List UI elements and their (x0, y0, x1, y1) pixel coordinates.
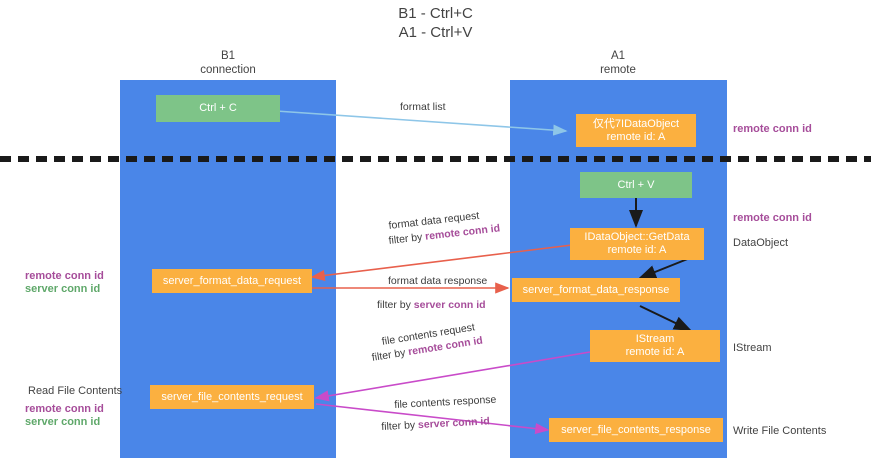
page-title-line2: A1 - Ctrl+V (398, 24, 473, 41)
edge-response-to-istream (639, 305, 692, 331)
edge-label-format-list-text: format list (400, 101, 446, 113)
edge-label-format-data-response-filter: filter by server conn id (377, 299, 486, 312)
node-getdata-line2: remote id: A (607, 244, 667, 256)
column-header-b1-role: connection (200, 64, 256, 76)
node-idataobject-line1: 仅代7IDataObject (592, 117, 680, 130)
node-idataobject-line2: remote id: A (606, 130, 666, 143)
node-istream-line1: IStream (635, 333, 675, 345)
edge-label-format-data-response-text: format data response (388, 275, 488, 287)
node-ctrl-v[interactable]: Ctrl + V (580, 172, 692, 198)
filter-key-server-conn-id: server conn id (417, 415, 491, 432)
edge-format-data-request (310, 244, 573, 281)
edge-format-list (275, 110, 568, 136)
node-server-file-contents-request-label: server_file_contents_request (161, 390, 303, 403)
annotation-remote-conn-id-top: remote conn id (733, 123, 812, 135)
annotation-remote-conn-id-mid: remote conn id (733, 212, 812, 224)
node-server-file-contents-request[interactable]: server_file_contents_request (150, 385, 314, 409)
annotation-left-remote-conn-id-low: remote conn id (25, 403, 104, 415)
node-server-file-contents-response-label: server_file_contents_response (561, 423, 711, 436)
node-server-format-data-response[interactable]: server_format_data_response (512, 278, 680, 302)
column-header-a1-name: A1 (610, 50, 626, 62)
node-idataobject[interactable]: 仅代7IDataObject remote id: A (576, 114, 696, 147)
page-title: B1 - Ctrl+C A1 - Ctrl+V (0, 4, 871, 42)
annotation-read-file-contents: Read File Contents (28, 385, 123, 397)
filter-prefix: filter by (381, 419, 419, 433)
column-header-a1-role: remote (600, 64, 636, 76)
node-server-file-contents-response[interactable]: server_file_contents_response (549, 418, 723, 442)
node-ctrl-c[interactable]: Ctrl + C (156, 95, 280, 122)
edge-file-contents-response (315, 403, 550, 435)
column-header-a1: A1 remote (538, 49, 698, 77)
node-istream-line2: remote id: A (625, 346, 685, 358)
node-server-format-data-response-label: server_format_data_response (522, 283, 670, 296)
annotation-left-server-conn-id-low: server conn id (25, 416, 101, 428)
phase-separator (0, 156, 871, 162)
edge-getdata-to-format-response (638, 257, 691, 279)
annotation-istream: IStream (733, 342, 772, 354)
annotation-left-remote-conn-id-mid: remote conn id (25, 270, 104, 282)
annotation-dataobject: DataObject (733, 237, 789, 249)
edge-file-contents-request (314, 351, 591, 402)
column-header-b1: B1 connection (148, 49, 308, 77)
edge-label-format-list: format list (400, 101, 446, 114)
column-header-b1-name: B1 (220, 50, 236, 62)
node-idataobject-getdata[interactable]: IDataObject::GetData remote id: A (570, 228, 704, 260)
page-title-line1: B1 - Ctrl+C (398, 5, 473, 22)
node-server-format-data-request-label: server_format_data_request (162, 274, 302, 287)
filter-prefix: filter by (377, 299, 414, 311)
node-getdata-line1: IDataObject::GetData (584, 231, 690, 243)
annotation-left-server-conn-id-mid: server conn id (25, 283, 101, 295)
edge-label-format-data-response: format data response (388, 275, 487, 288)
node-istream[interactable]: IStream remote id: A (590, 330, 720, 362)
node-ctrl-c-label: Ctrl + C (199, 102, 237, 114)
node-server-format-data-request[interactable]: server_format_data_request (152, 269, 312, 293)
node-ctrl-v-label: Ctrl + V (617, 178, 655, 191)
annotation-write-file-contents: Write File Contents (733, 425, 827, 437)
filter-key-server-conn-id: server conn id (413, 299, 486, 311)
